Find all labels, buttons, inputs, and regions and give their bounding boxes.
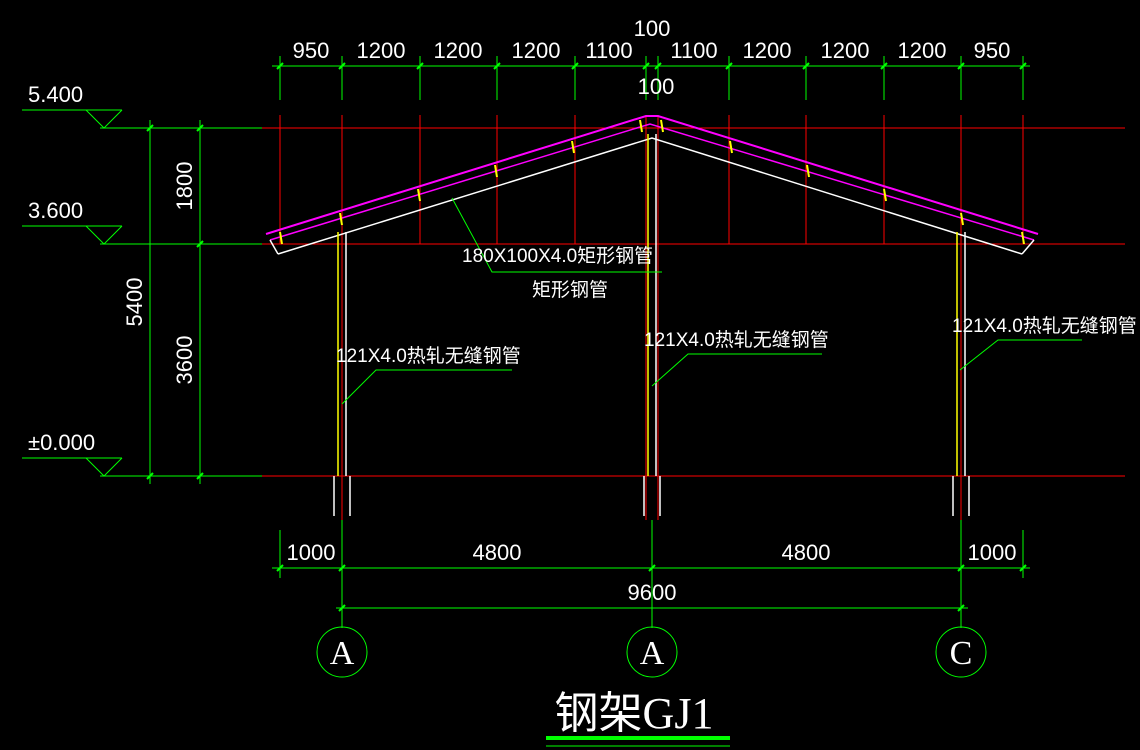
rafter-left-end	[269, 239, 279, 255]
rafter-bottom-outline	[277, 137, 1023, 255]
bottom-dim-total: 9600	[628, 580, 677, 605]
bottom-dim-label: 1000	[287, 540, 336, 565]
rafters	[265, 115, 1039, 255]
purlin-mark	[639, 119, 643, 133]
rafter-top-inner	[269, 123, 1035, 241]
top-dim-label: 1200	[898, 38, 947, 63]
elevation-ground-label: ±0.000	[28, 430, 95, 455]
purlin-mark	[494, 164, 498, 178]
top-dim-label: 1100	[585, 38, 632, 63]
purlin-mark	[729, 140, 733, 154]
purlin-mark	[339, 212, 343, 226]
purlin-mark	[660, 119, 664, 133]
leader-lines	[341, 197, 1082, 405]
purlin-mark	[960, 212, 964, 226]
bottom-dim-label: 4800	[473, 540, 522, 565]
vertical-dim-overall: 5400	[122, 278, 147, 327]
top-dim-label: 1200	[512, 38, 561, 63]
purlin-mark	[571, 140, 575, 154]
drawing-title: 钢架GJ1	[555, 689, 714, 738]
top-dimension-chain	[272, 56, 1030, 100]
elevation-top-label: 5.400	[28, 82, 83, 107]
axis-bubble	[626, 626, 678, 678]
purlin-mark	[806, 164, 810, 178]
bottom-dim-label: 1000	[968, 540, 1017, 565]
axis-label: A	[640, 635, 665, 672]
ridge-gap-bottom-label: 100	[638, 74, 675, 99]
column-right-label: 121X4.0热轧无缝钢管	[952, 315, 1137, 337]
rafter-label: 180X100X4.0矩形钢管	[462, 245, 653, 267]
top-dim-label: 1200	[743, 38, 792, 63]
rafter-label-line2: 矩形钢管	[532, 279, 608, 301]
purlin-mark	[883, 188, 887, 202]
elevation-eave-label: 3.600	[28, 198, 83, 223]
vertical-dimension-ticks	[146, 124, 204, 480]
purlin-mark	[279, 231, 283, 245]
column-left-label: 121X4.0热轧无缝钢管	[336, 345, 521, 367]
bottom-dimension-ticks	[276, 564, 1027, 612]
top-dim-label: 1200	[357, 38, 406, 63]
bottom-dim-label: 4800	[782, 540, 831, 565]
column-center	[643, 134, 661, 516]
elevation-markers	[22, 109, 262, 477]
column-left	[333, 232, 351, 516]
axis-bubble	[316, 626, 368, 678]
axis-label: A	[330, 635, 355, 672]
vertical-dim-upper: 1800	[172, 162, 197, 211]
top-dim-label: 1200	[821, 38, 870, 63]
grid-lines	[262, 115, 1125, 520]
column-right	[952, 232, 970, 516]
rafter-right-end	[1021, 239, 1035, 255]
top-dimension-ticks	[276, 62, 1027, 70]
vertical-dim-lower: 3600	[172, 336, 197, 385]
axis-label: C	[950, 635, 973, 672]
vertical-dimensions	[149, 120, 201, 484]
column-center-label: 121X4.0热轧无缝钢管	[644, 329, 829, 351]
top-dimension-labels: 950 1200 1200 1200 1100 1100 1200 1200 1…	[293, 16, 1011, 99]
axis-bubbles	[316, 626, 987, 678]
purlin-mark	[1021, 231, 1025, 245]
purlin-mark	[417, 188, 421, 202]
purlins	[279, 119, 1025, 245]
axis-bubble	[935, 626, 987, 678]
ridge-gap-top-label: 100	[634, 16, 671, 41]
top-dim-label: 1200	[434, 38, 483, 63]
top-dim-label: 950	[293, 38, 330, 63]
top-dim-label: 1100	[670, 38, 717, 63]
rafter-top-outline	[265, 115, 1039, 235]
bottom-dimensions	[272, 520, 1030, 628]
columns	[333, 134, 970, 516]
top-dim-label: 950	[974, 38, 1011, 63]
